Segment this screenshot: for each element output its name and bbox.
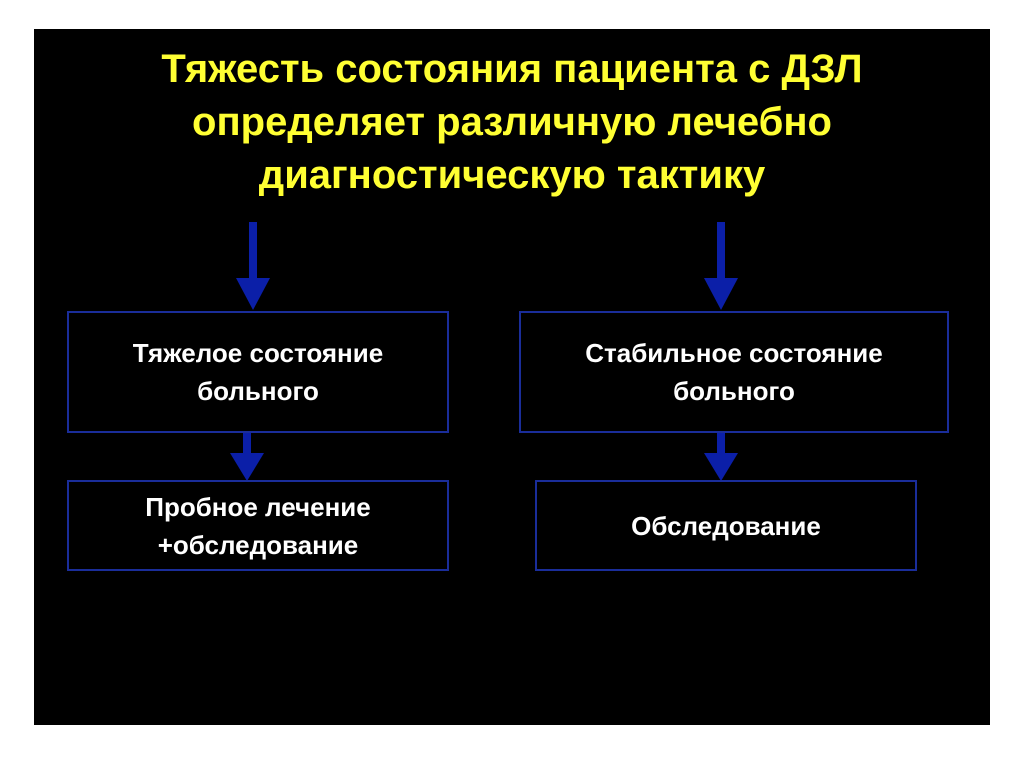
slide: Тяжесть состояния пациента с ДЗЛ определ… <box>34 29 990 725</box>
trial-treatment-box: Пробное лечение +обследование <box>67 480 449 571</box>
arrow-down-icon <box>230 433 264 481</box>
stable-condition-box: Стабильное состояние больного <box>519 311 949 433</box>
arrow-down-icon <box>704 222 738 310</box>
severe-condition-box: Тяжелое состояние больного <box>67 311 449 433</box>
box-line: больного <box>197 376 319 406</box>
box-line: +обследование <box>157 529 359 560</box>
arrow-down-icon <box>704 433 738 481</box>
examination-box: Обследование <box>535 480 917 571</box>
slide-title: Тяжесть состояния пациента с ДЗЛ определ… <box>34 43 990 202</box>
title-line-3: диагностическую тактику <box>258 153 766 197</box>
title-line-1: Тяжесть состояния пациента с ДЗЛ <box>161 47 863 91</box>
arrow-down-icon <box>236 222 270 310</box>
box-line: Пробное лечение <box>145 491 371 522</box>
title-line-2: определяет различную лечебно <box>192 100 832 144</box>
box-line: больного <box>673 376 795 406</box>
box-line: Тяжелое состояние <box>132 338 384 368</box>
box-line: Стабильное состояние <box>585 338 883 368</box>
box-line: Обследование <box>631 510 821 541</box>
